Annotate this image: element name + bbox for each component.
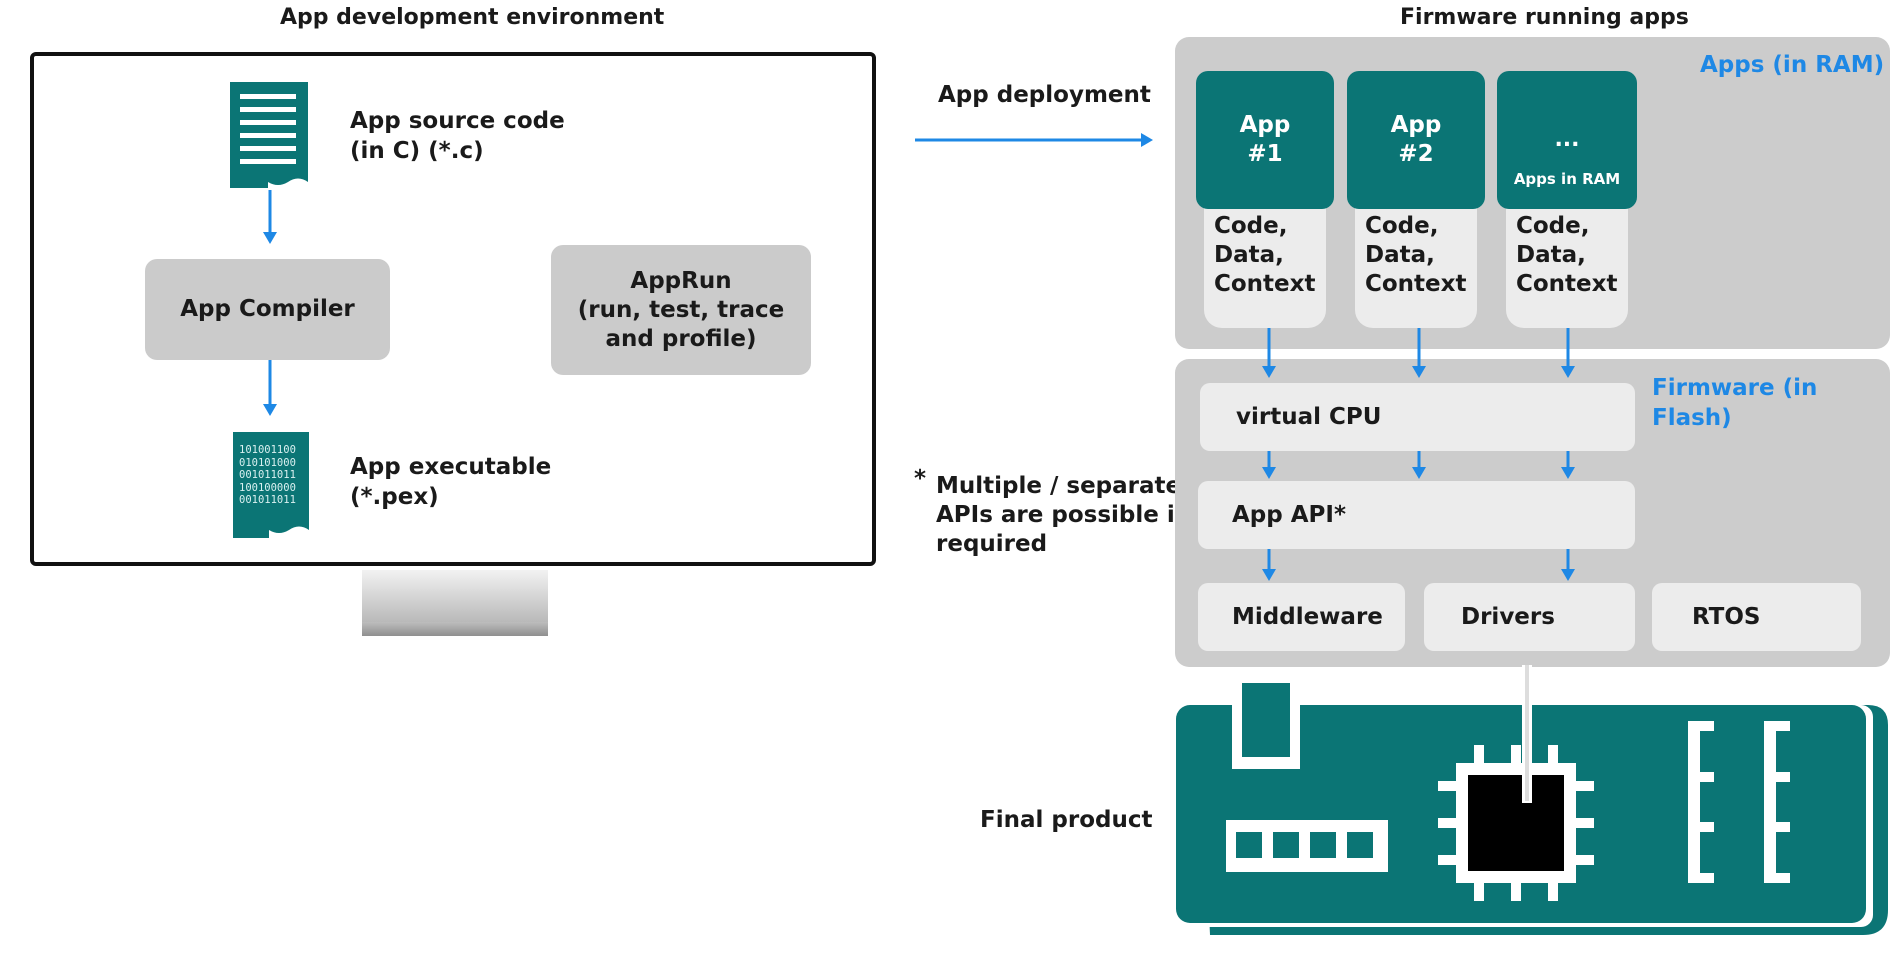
code-label: Code,	[1516, 213, 1590, 239]
api-note: Multiple / separate APIs are possible if…	[936, 472, 1185, 559]
app-more-box: ... Apps in RAM	[1497, 71, 1637, 209]
rtos-label: RTOS	[1692, 604, 1761, 630]
context-label: Context	[1365, 271, 1467, 297]
source-code-icon	[230, 82, 308, 188]
source-code-label-line1: App source code	[350, 108, 565, 134]
app-2-code-card: Code, Data, Context	[1355, 200, 1477, 328]
monitor-stand	[362, 570, 548, 622]
arrow-source-to-compiler	[263, 190, 277, 244]
api-note-line3: required	[936, 531, 1048, 557]
binary-line: 101001100	[239, 444, 296, 456]
api-note-asterisk: *	[914, 466, 927, 492]
apprun-box: AppRun (run, test, trace and profile)	[551, 245, 811, 375]
circuit-board-icon	[1176, 665, 1888, 935]
monitor-stand-base	[362, 622, 548, 636]
app-1-box: App #1	[1196, 71, 1334, 209]
dev-env-title: App development environment	[280, 5, 665, 30]
app-deployment-label: App deployment	[938, 82, 1151, 108]
monitor-screen	[30, 52, 876, 566]
app-api-label: App API*	[1232, 502, 1346, 528]
app-2-label-line2: #2	[1398, 141, 1434, 167]
app-2-label-line1: App	[1390, 112, 1442, 138]
api-note-line1: Multiple / separate	[936, 473, 1182, 499]
app-1-label-line1: App	[1239, 112, 1291, 138]
data-label: Data,	[1365, 242, 1435, 268]
context-label: Context	[1516, 271, 1618, 297]
app-more-caption: Apps in RAM	[1513, 170, 1621, 188]
executable-icon: 101001100 010101000 001011011 100100000 …	[231, 430, 311, 540]
final-product-label: Final product	[980, 807, 1153, 833]
app-more-ellipsis: ...	[1554, 127, 1580, 152]
code-label: Code,	[1214, 213, 1288, 239]
executable-label: App executable (*.pex)	[350, 452, 551, 512]
firmware-label: Firmware (in Flash)	[1652, 375, 1818, 431]
middleware-label: Middleware	[1232, 604, 1383, 630]
app-compiler-label: App Compiler	[180, 296, 355, 322]
data-label: Data,	[1214, 242, 1284, 268]
arrows-api-to-lower	[1262, 549, 1575, 581]
app-api-box: App API*	[1198, 481, 1635, 549]
apprun-label-line1: AppRun	[630, 267, 732, 294]
apprun-label-line2: (run, test, trace	[577, 296, 785, 323]
drivers-box: Drivers	[1424, 583, 1635, 651]
binary-line: 001011011	[239, 469, 296, 481]
context-label: Context	[1214, 271, 1316, 297]
apps-ram-label: Apps (in RAM)	[1700, 52, 1885, 78]
arrows-apps-to-vcpu	[1262, 328, 1575, 378]
arrows-vcpu-to-api	[1262, 451, 1575, 479]
app-more-code-card: Code, Data, Context	[1506, 200, 1628, 328]
arrow-compiler-to-executable	[263, 360, 277, 416]
drivers-label: Drivers	[1461, 604, 1555, 630]
binary-line: 001011011	[239, 494, 296, 506]
app-1-code-card: Code, Data, Context	[1204, 200, 1326, 328]
app-2-box: App #2	[1347, 71, 1485, 209]
binary-line: 010101000	[239, 456, 296, 469]
source-code-label-line2: (in C) (*.c)	[350, 138, 484, 164]
virtual-cpu-box: virtual CPU	[1200, 383, 1635, 451]
app-1-label-line2: #1	[1247, 141, 1283, 167]
middleware-box: Middleware	[1198, 583, 1405, 651]
rtos-box: RTOS	[1652, 583, 1861, 651]
binary-line: 100100000	[239, 481, 296, 494]
app-compiler-box: App Compiler	[145, 259, 390, 360]
code-label: Code,	[1365, 213, 1439, 239]
executable-label-line2: (*.pex)	[350, 484, 439, 510]
virtual-cpu-label: virtual CPU	[1236, 404, 1382, 430]
apprun-label-line3: and profile)	[605, 325, 757, 352]
source-code-label: App source code (in C) (*.c)	[350, 106, 565, 166]
firmware-title: Firmware running apps	[1400, 5, 1689, 30]
data-label: Data,	[1516, 242, 1586, 268]
deployment-arrow	[915, 133, 1153, 147]
executable-label-line1: App executable	[350, 454, 552, 480]
api-note-line2: APIs are possible if	[936, 502, 1185, 528]
